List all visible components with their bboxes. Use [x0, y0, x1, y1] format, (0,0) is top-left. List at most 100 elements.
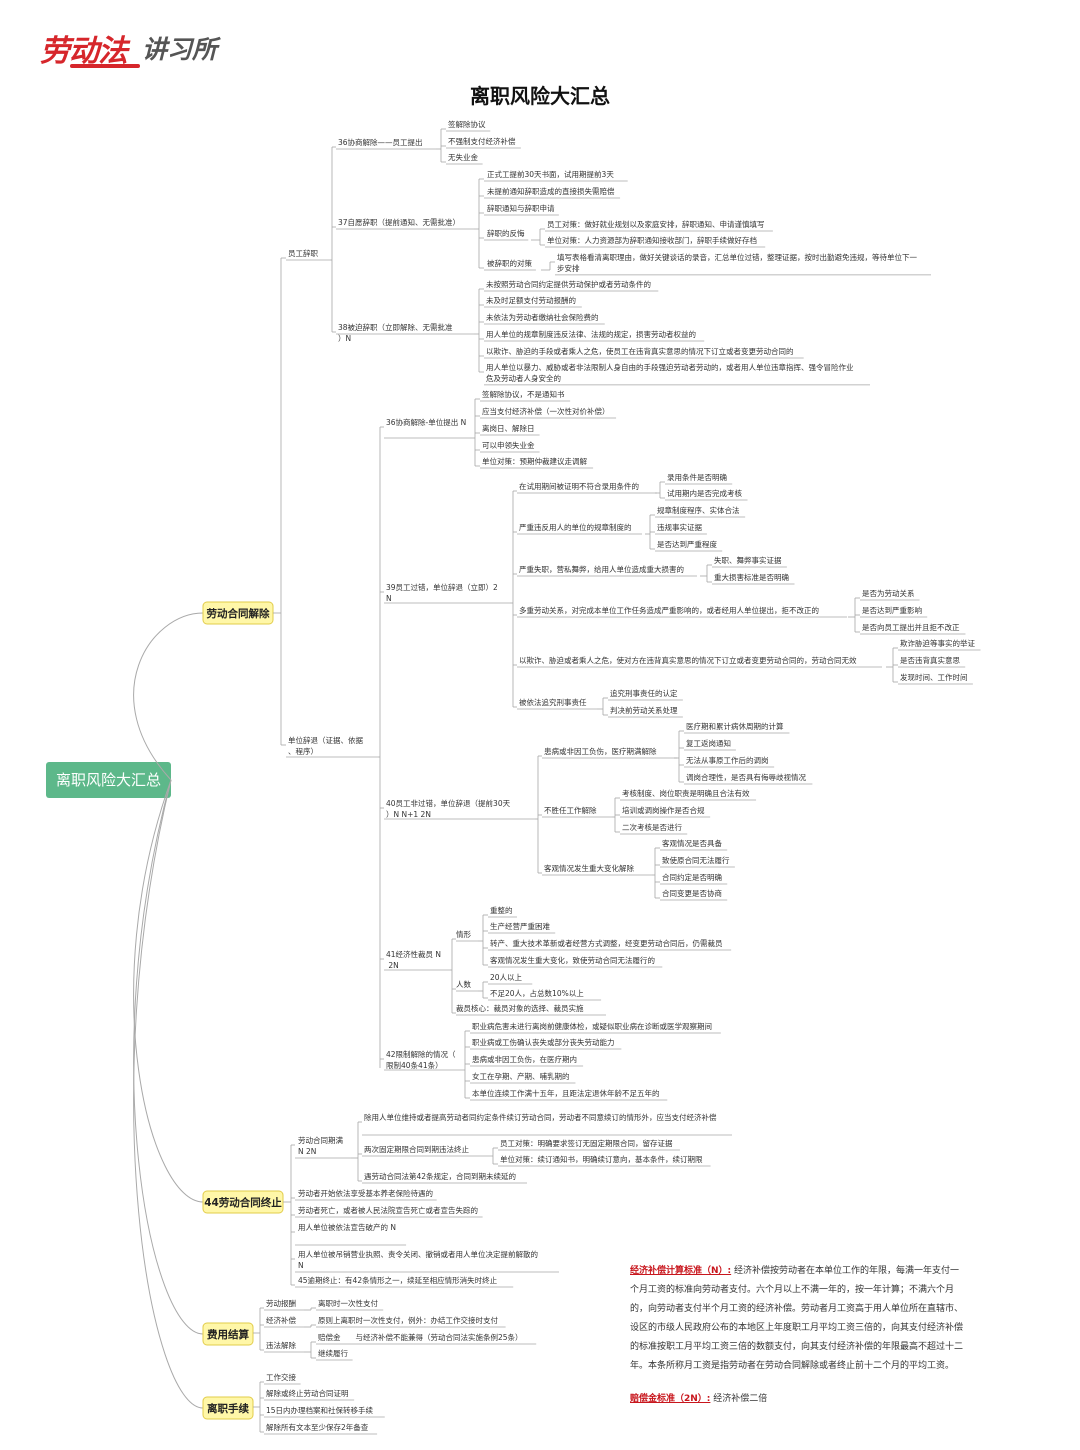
- node-label: 严重违反用人的单位的规章制度的: [519, 522, 632, 532]
- node-label: 辞职的反悔: [487, 228, 525, 238]
- notes-panel: 经济补偿计算标准（N）: 经济补偿按劳动者在本单位工作的年限，每满一年支付一个月…: [630, 1262, 968, 1423]
- node-label: 不强制支付经济补偿: [448, 136, 516, 146]
- node-label: 签解除协议: [448, 119, 486, 129]
- node-label: 不胜任工作解除: [544, 805, 597, 815]
- node-label: 单位辞退（证据、依据、程序）: [288, 735, 363, 756]
- node-label: 违规事实证据: [657, 522, 702, 532]
- node-label: 未及时足额支付劳动报酬的: [486, 295, 576, 305]
- node-label: 是否达到严重程度: [657, 539, 717, 549]
- node-label: 用人单位以暴力、威胁或者非法限制人身自由的手段强迫劳动者劳动的，或者用人单位违章…: [486, 362, 854, 383]
- node-label: 工作交接: [266, 1372, 296, 1382]
- logo-book-icon: [70, 64, 140, 68]
- node-label: 40员工非过错，单位辞退（提前30天）N N+1 2N: [386, 798, 511, 819]
- node-label: 36协商解除-单位提出 N: [386, 417, 466, 427]
- node-label: 失职、舞弊事实证据: [714, 555, 782, 565]
- node-label: 员工对策：明确要求签订无固定期限合同，留存证据: [500, 1138, 673, 1148]
- node-label: 判决前劳动关系处理: [610, 705, 678, 715]
- node-label: 复工返岗通知: [686, 738, 731, 748]
- node-label: 用人单位的规章制度违反法律、法规的规定，损害劳动者权益的: [486, 329, 696, 339]
- node-label: 合同变更是否协商: [662, 888, 722, 898]
- node-label: 37自愿辞职（提前通知、无需批准）: [338, 217, 460, 227]
- node-label: 未依法为劳动者缴纳社会保险费的: [486, 312, 599, 322]
- node-label: 客观情况是否具备: [662, 838, 722, 848]
- level1-label: 离职手续: [207, 1402, 249, 1415]
- node-label: 赔偿金 与经济补偿不能兼得（劳动合同法实施条例25条）: [318, 1332, 523, 1342]
- node-label: 辞职通知与辞职申请: [487, 203, 555, 213]
- node-label: 劳动者死亡，或者被人民法院宣告死亡或者宣告失踪的: [298, 1205, 478, 1215]
- node-label: 劳动合同期满 N 2N: [298, 1135, 345, 1156]
- logo-text-red: 劳动法: [40, 34, 128, 69]
- level1-label: 劳动合同解除: [207, 607, 270, 620]
- node-label: 本单位连续工作满十五年，且距法定退休年龄不足五年的: [472, 1088, 660, 1098]
- node-label: 录用条件是否明确: [667, 472, 727, 482]
- page-title: 离职风险大汇总: [470, 84, 610, 108]
- node-label: 用人单位被吊销营业执照、责令关闭、撤销或者用人单位决定提前解散的 N: [298, 1249, 540, 1270]
- node-label: 试用期内是否完成考核: [667, 488, 742, 498]
- node-label: 未按照劳动合同约定提供劳动保护或者劳动条件的: [486, 279, 651, 289]
- node-label: 单位对策：人力资源部为辞职通知接收部门，辞职手续做好存档: [547, 235, 757, 245]
- level1-label: 费用结算: [207, 1328, 249, 1341]
- node-label: 违法解除: [266, 1340, 296, 1350]
- level1-label: 44劳动合同终止: [204, 1196, 282, 1209]
- node-label: 患病或非因工负伤，医疗期满解除: [544, 746, 657, 756]
- node-label: 医疗期和累计病休周期的计算: [686, 721, 784, 731]
- node-label: 情形: [456, 929, 471, 939]
- node-label: 解除或终止劳动合同证明: [266, 1388, 349, 1398]
- node-label: 合同约定是否明确: [662, 872, 722, 882]
- level1-node: [202, 1396, 254, 1420]
- node-label: 以欺诈、胁迫或者乘人之危，使对方在违背真实意思的情况下订立或者变更劳动合同的，劳…: [519, 655, 857, 665]
- compensation-note: 经济补偿计算标准（N）: 经济补偿按劳动者在本单位工作的年限，每满一年支付一个月…: [630, 1262, 968, 1376]
- brand-logo: 劳动法 讲习所: [40, 22, 230, 74]
- node-label: 被辞职的对策: [487, 258, 532, 268]
- root-node: [46, 762, 171, 798]
- node-label: 客观情况发生重大变化，致使劳动合同无法履行的: [490, 955, 655, 965]
- node-label: 填写表格看清离职理由，做好关键谈话的录音，汇总单位过错，整理证据，按时出勤避免违…: [557, 252, 917, 273]
- node-label: 应当支付经济补偿（一次性对价补偿）: [482, 406, 610, 416]
- damages-note-text: 经济补偿二倍: [713, 1394, 768, 1404]
- node-label: 遇劳动合同法第42条规定，合同到期未续延的: [364, 1171, 516, 1181]
- level1-node: [202, 1322, 254, 1346]
- node-label: 培训或调岗操作是否合规: [622, 805, 705, 815]
- node-label: 职业病危害未进行离岗前健康体检，或疑似职业病在诊断或医学观察期间: [472, 1021, 712, 1031]
- node-label: 是否违背真实意思: [900, 655, 960, 665]
- node-label: 劳动者开始依法享受基本养老保险待遇的: [298, 1188, 433, 1198]
- node-label: 以欺诈、胁迫的手段或者乘人之危，使员工在违背真实意思的情况下订立或者变更劳动合同…: [486, 346, 794, 356]
- compensation-note-title: 经济补偿计算标准（N）:: [630, 1266, 732, 1276]
- node-label: 是否为劳动关系: [862, 588, 915, 598]
- branch-curve: [133, 779, 204, 1203]
- node-label: 女工在孕期、产期、哺乳期的: [472, 1071, 570, 1081]
- node-label: 追究刑事责任的认定: [610, 688, 678, 698]
- branch-curve: [133, 612, 204, 781]
- node-label: 用人单位被依法宣告破产的 N: [298, 1222, 396, 1232]
- branch-curve: [133, 779, 204, 1409]
- node-label: 考核制度、岗位职责是明确且合法有效: [622, 788, 750, 798]
- node-label: 人数: [456, 979, 471, 989]
- node-label: 生产经营严重困难: [490, 921, 550, 931]
- branch-curve: [133, 779, 204, 1335]
- node-label: 45逾期终止：有42条情形之一，续延至相应情形消失时终止: [298, 1275, 498, 1285]
- node-label: 单位对策：预期仲裁建议走调解: [482, 456, 587, 466]
- node-label: 可以申领失业金: [482, 440, 535, 450]
- node-label: 在试用期间被证明不符合录用条件的: [519, 481, 639, 491]
- node-label: 致使原合同无法履行: [662, 855, 730, 865]
- node-label: 未提前通知辞职造成的直接损失需赔偿: [487, 186, 615, 196]
- node-label: 除用人单位维持或者提高劳动者同约定条件续订劳动合同，劳动者不同意续订的情形外，应…: [364, 1112, 717, 1122]
- damages-note-title: 赔偿金标准（2N）:: [630, 1394, 711, 1404]
- node-label: 41经济性裁员 N 2N: [386, 949, 441, 970]
- node-label: 解除所有文本至少保存2年备查: [266, 1422, 369, 1432]
- compensation-note-text: 经济补偿按劳动者在本单位工作的年限，每满一年支付一个月工资的标准向劳动者支付。六…: [630, 1266, 964, 1371]
- node-label: 正式工提前30天书面，试用期提前3天: [487, 169, 614, 179]
- damages-note: 赔偿金标准（2N）: 经济补偿二倍: [630, 1390, 968, 1409]
- logo-text-gray: 讲习所: [142, 35, 218, 64]
- node-label: 是否达到严重影响: [862, 605, 922, 615]
- node-label: 欺诈胁迫等事实的举证: [900, 638, 975, 648]
- root-label: 离职风险大汇总: [56, 771, 161, 789]
- node-label: 裁员核心：裁员对象的选择、裁员实施: [456, 1003, 584, 1013]
- node-label: 15日内办理档案和社保转移手续: [266, 1405, 374, 1415]
- node-label: 原则上离职时一次性支付，例外：办结工作交接时支付: [318, 1315, 498, 1325]
- node-label: 36协商解除——员工提出: [338, 137, 423, 147]
- node-label: 劳动报酬: [266, 1298, 296, 1308]
- node-label: 签解除协议，不是通知书: [482, 389, 565, 399]
